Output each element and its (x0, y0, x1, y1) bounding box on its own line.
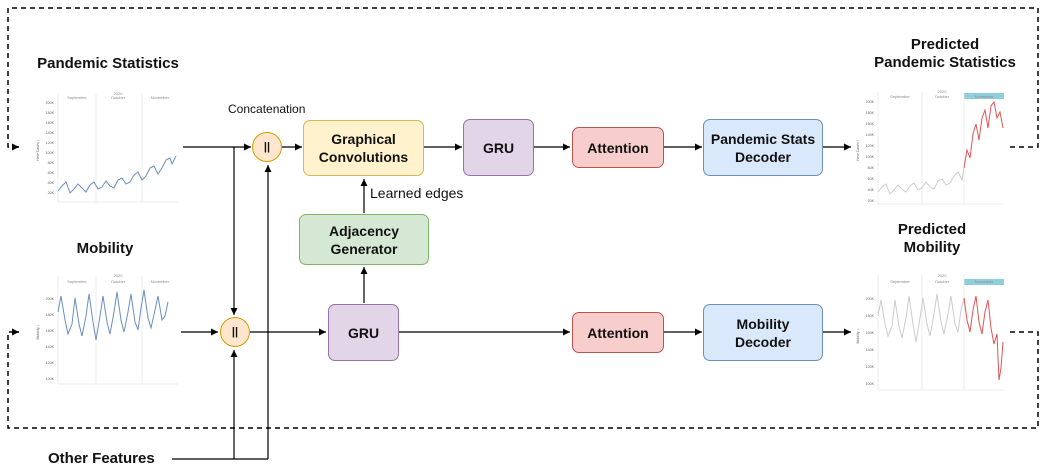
pandemic-output-ytick: 40K (868, 188, 875, 192)
pandemic-output-ytick: 120K (866, 144, 875, 148)
pandemic-input-ytick: 120K (46, 141, 55, 145)
predicted-pandemic-title: Predicted Pandemic Statistics (860, 36, 1030, 72)
mobility-input-chart: 2020 September October November Mobility… (32, 272, 180, 390)
concat-node-top: || (252, 132, 282, 162)
pandemic-stats-output-chart: 2020 September October November New Case… (852, 88, 1007, 210)
pandemic-statistics-title: Pandemic Statistics (37, 55, 179, 72)
adjacency-generator-block: Adjacency Generator (299, 214, 429, 265)
pandemic-input-month-2: October (111, 95, 126, 100)
pandemic-input-ytick: 140K (46, 131, 55, 135)
mobility-title: Mobility (76, 240, 134, 257)
predicted-mobility-title: Predicted Mobility (880, 221, 984, 257)
pandemic-input-ytick: 20K (48, 191, 55, 195)
learned-edges-label: Learned edges (370, 185, 464, 201)
mobility-output-chart: 2020 September October November Mobility… (852, 270, 1007, 396)
pandemic-output-ytick: 80K (868, 166, 875, 170)
pandemic-input-ytick: 180K (46, 111, 55, 115)
pandemic-input-series (57, 155, 177, 194)
graphical-convolutions-block: Graphical Convolutions (303, 120, 424, 176)
mobility-input-ytick: 200K (46, 297, 55, 301)
pandemic-output-forecast-band (964, 93, 1004, 99)
mobility-output-ytick: 200K (866, 297, 875, 301)
mobility-input-ytick: 160K (46, 329, 55, 333)
pandemic-output-month-2: October (935, 94, 950, 99)
mobility-output-month-1: September (890, 279, 910, 284)
adjacency-generator-line1: Adjacency (328, 222, 400, 239)
pandemic-input-ytick: 40K (48, 181, 55, 185)
predicted-pandemic-title-line2: Pandemic Statistics (874, 54, 1016, 71)
mobility-input-ytick: 140K (46, 345, 55, 349)
mobility-output-month-3: November (975, 279, 994, 284)
mobility-decoder-line2: Decoder (734, 333, 792, 350)
pandemic-output-ytick: 140K (866, 133, 875, 137)
pandemic-output-y-title: New Cases ↕ (856, 139, 860, 160)
mobility-decoder-line1: Mobility (736, 315, 790, 332)
pandemic-stats-decoder-line1: Pandemic Stats (710, 130, 816, 147)
pandemic-stats-decoder-line2: Decoder (734, 148, 791, 165)
pandemic-output-ytick: 20K (868, 199, 875, 203)
concatenation-label: Concatenation (228, 102, 306, 116)
pandemic-input-year: 2020 (114, 91, 124, 96)
pandemic-stats-input-chart: 2020 September October November New Case… (32, 90, 180, 208)
attention-block-bottom: Attention (572, 312, 664, 353)
predicted-mobility-title-line2: Mobility (903, 239, 961, 256)
feedback-loop-bottom (7, 331, 1039, 429)
graphical-convolutions-line2: Convolutions (318, 149, 409, 165)
mobility-decoder-block: Mobility Decoder (703, 304, 823, 361)
pandemic-stats-decoder-block: Pandemic Stats Decoder (703, 119, 823, 176)
pandemic-output-ytick: 200K (866, 100, 875, 104)
attention-block-top: Attention (572, 127, 664, 168)
predicted-pandemic-title-line1: Predicted (910, 36, 980, 53)
mobility-input-month-1: September (67, 279, 87, 284)
pandemic-output-prediction (963, 100, 1004, 169)
pandemic-output-ytick: 60K (868, 177, 875, 181)
pandemic-output-ytick: 100K (866, 155, 875, 159)
pandemic-output-ytick: 160K (866, 122, 875, 126)
pandemic-input-ytick: 200K (46, 101, 55, 105)
pandemic-input-y-title: New Cases ↕ (36, 139, 40, 160)
mobility-output-ytick: 100K (866, 382, 875, 386)
mobility-input-year: 2020 (114, 273, 124, 278)
mobility-input-ytick: 120K (46, 361, 55, 365)
pandemic-input-ytick: 60K (48, 171, 55, 175)
gru-block-top: GRU (463, 119, 534, 176)
mobility-output-ytick: 140K (866, 348, 875, 352)
pandemic-output-month-3: November (975, 94, 994, 99)
mobility-output-year: 2020 (938, 273, 948, 278)
mobility-input-month-2: October (111, 279, 126, 284)
pandemic-input-month-1: September (67, 95, 87, 100)
mobility-output-ytick: 160K (866, 331, 875, 335)
pandemic-input-ytick: 100K (46, 151, 55, 155)
mobility-input-y-title: Mobility ↕ (36, 324, 40, 339)
mobility-input-month-3: November (151, 279, 170, 284)
mobility-output-prediction (963, 295, 1004, 381)
mobility-input-ytick: 100K (46, 377, 55, 381)
mobility-output-history (877, 293, 965, 343)
pandemic-input-month-3: November (151, 95, 170, 100)
pandemic-input-ytick: 80K (48, 161, 55, 165)
gru-block-bottom: GRU (328, 304, 399, 361)
pandemic-output-ytick: 180K (866, 111, 875, 115)
mobility-input-series (57, 289, 169, 341)
pandemic-output-month-1: September (890, 94, 910, 99)
mobility-output-forecast-band (964, 279, 1004, 285)
mobility-output-ytick: 180K (866, 314, 875, 318)
mobility-output-ytick: 120K (866, 365, 875, 369)
pandemic-output-year: 2020 (938, 89, 948, 94)
mobility-output-month-2: October (935, 279, 950, 284)
predicted-mobility-title-line1: Predicted (897, 221, 967, 238)
mobility-output-y-title: Mobility ↕ (856, 328, 860, 343)
adjacency-generator-line2: Generator (330, 240, 398, 257)
graphical-convolutions-line1: Graphical (331, 131, 396, 147)
other-features-label: Other Features (48, 450, 155, 467)
mobility-input-ytick: 180K (46, 313, 55, 317)
pandemic-input-ytick: 160K (46, 121, 55, 125)
pandemic-output-history (877, 167, 965, 195)
concat-node-bottom: || (220, 317, 250, 347)
